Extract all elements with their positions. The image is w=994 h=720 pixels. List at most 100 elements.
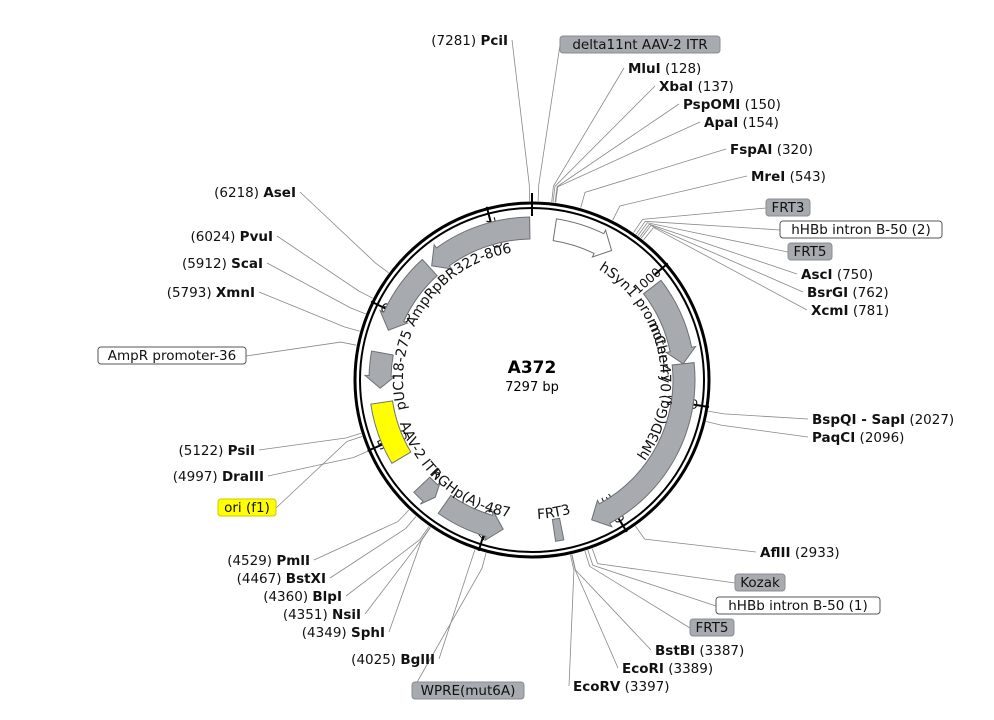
annotation-box xyxy=(559,35,721,54)
enzyme-site[interactable]: (4467) BstXI xyxy=(237,571,326,587)
feature-mcherry xyxy=(642,279,697,365)
enzyme-site[interactable]: AscI (750) xyxy=(801,267,873,283)
annotation-label[interactable]: hHBb intron B-50 (2) xyxy=(791,222,931,238)
leader-line xyxy=(640,224,804,293)
enzyme-site[interactable]: (6218) AseI xyxy=(214,185,296,201)
leader-lines xyxy=(245,39,809,692)
tick-mark xyxy=(654,262,669,276)
leader-line xyxy=(587,549,717,607)
leader-line xyxy=(245,341,357,357)
enzyme-site[interactable]: XbaI (137) xyxy=(659,79,734,95)
annotation-label[interactable]: FRT5 xyxy=(794,244,827,260)
enzyme-site[interactable]: MluI (128) xyxy=(628,61,701,77)
leader-line xyxy=(580,148,727,208)
tick-mark xyxy=(370,300,387,310)
annotation-label[interactable]: Kozak xyxy=(740,575,780,591)
enzyme-site[interactable]: EcoRV (3397) xyxy=(573,679,670,695)
annotation-box xyxy=(787,242,833,261)
feature-ampr xyxy=(379,258,438,331)
leader-line xyxy=(633,207,767,233)
leader-line xyxy=(571,554,619,669)
leader-line xyxy=(551,67,625,203)
feature-puc18 xyxy=(363,350,397,389)
annotation-box xyxy=(715,596,881,615)
leader-line xyxy=(411,552,487,692)
annotation-labels: delta11nt AAV-2 ITR FRT3 hHBb intron B-50 … xyxy=(97,35,943,700)
leader-line xyxy=(637,222,789,253)
enzyme-site[interactable]: (4351) NsiI xyxy=(283,607,361,623)
leader-line xyxy=(612,175,748,221)
annotation-box xyxy=(779,220,943,239)
leader-line xyxy=(639,223,798,275)
leader-line xyxy=(313,509,410,561)
leader-line xyxy=(554,103,680,203)
leader-line xyxy=(635,220,781,235)
plasmid-size: 7297 bp xyxy=(505,380,559,395)
leader-line xyxy=(438,549,476,660)
enzyme-site[interactable]: MreI (543) xyxy=(751,169,826,185)
enzyme-site[interactable]: ApaI (154) xyxy=(704,115,779,131)
feature-hsyn xyxy=(552,218,613,258)
leader-line xyxy=(258,432,362,451)
enzyme-site[interactable]: (4349) SphI xyxy=(302,625,385,641)
annotation-label[interactable]: FRT3 xyxy=(772,200,805,216)
enzyme-labels: (7281) PciI MluI (128) XbaI (137) PspOMI (1… xyxy=(167,33,955,695)
leader-line xyxy=(276,235,373,299)
enzyme-site[interactable]: BsrGI (762) xyxy=(807,285,889,301)
annotation-box xyxy=(411,681,525,700)
tick-mark xyxy=(616,516,628,533)
feature-hghp xyxy=(437,494,504,542)
annotation-label[interactable]: ori (f1) xyxy=(224,500,270,516)
leader-line xyxy=(345,526,430,597)
enzyme-site[interactable]: EcoRI (3389) xyxy=(622,661,713,677)
enzyme-site[interactable]: (6024) PvuI xyxy=(190,229,273,245)
enzyme-site[interactable]: (4025) BglII xyxy=(351,652,435,668)
leader-line xyxy=(568,554,575,687)
annotation-label[interactable]: AmpR promoter-36 xyxy=(108,348,236,364)
enzyme-site[interactable]: AflII (2933) xyxy=(760,545,840,561)
leader-line xyxy=(258,291,360,332)
annotation-label[interactable]: FRT5 xyxy=(696,620,729,636)
annotation-label[interactable]: delta11nt AAV-2 ITR xyxy=(572,37,707,53)
leader-line xyxy=(267,450,368,477)
leader-line xyxy=(706,421,809,438)
enzyme-site[interactable]: (4997) DraIII xyxy=(173,469,264,485)
enzyme-site[interactable]: XcmI (781) xyxy=(811,303,889,319)
leader-line xyxy=(266,262,366,315)
annotation-box xyxy=(217,498,277,517)
leader-line xyxy=(555,121,701,203)
feature-hm3d xyxy=(591,362,696,528)
leader-line xyxy=(275,436,363,509)
tick-mark xyxy=(691,403,710,408)
tick-mark xyxy=(485,206,492,224)
backbone-ring xyxy=(353,193,711,559)
enzyme-site[interactable]: (4360) BlpI xyxy=(263,589,342,605)
leader-line xyxy=(299,191,389,274)
enzyme-site[interactable]: (5122) PsiI xyxy=(178,443,255,459)
enzyme-site[interactable]: BspQI - SapI (2027) xyxy=(812,412,954,428)
feature-aav2b xyxy=(413,476,441,505)
enzyme-site[interactable]: (5912) ScaI xyxy=(182,256,263,272)
leader-line xyxy=(584,550,691,629)
annotation-box xyxy=(734,573,786,592)
enzyme-site[interactable]: BstBI (3387) xyxy=(655,643,744,659)
enzyme-site[interactable]: PaqCI (2096) xyxy=(812,430,904,446)
enzyme-site[interactable]: (4529) PmlI xyxy=(227,553,310,569)
feature-frt3b xyxy=(551,517,565,542)
feature-label-puc18: pUC18-275 xyxy=(391,328,416,412)
annotation-label[interactable]: WPRE(mut6A) xyxy=(421,683,516,699)
enzyme-site[interactable]: (5793) XmnI xyxy=(167,285,255,301)
enzyme-site[interactable]: PspOMI (150) xyxy=(683,97,781,113)
feature-ori xyxy=(370,400,412,464)
leader-line xyxy=(552,85,656,203)
enzyme-site[interactable]: FspAI (320) xyxy=(730,142,813,158)
leader-line xyxy=(511,39,530,202)
leader-line xyxy=(635,525,757,553)
feature-label-frt3b: FRT3 xyxy=(537,502,573,523)
tick-mark xyxy=(477,534,485,552)
leader-line xyxy=(364,527,431,615)
annotation-label[interactable]: hHBb intron B-50 (1) xyxy=(728,598,868,614)
leader-line xyxy=(329,516,417,579)
enzyme-site[interactable]: (7281) PciI xyxy=(431,33,508,49)
